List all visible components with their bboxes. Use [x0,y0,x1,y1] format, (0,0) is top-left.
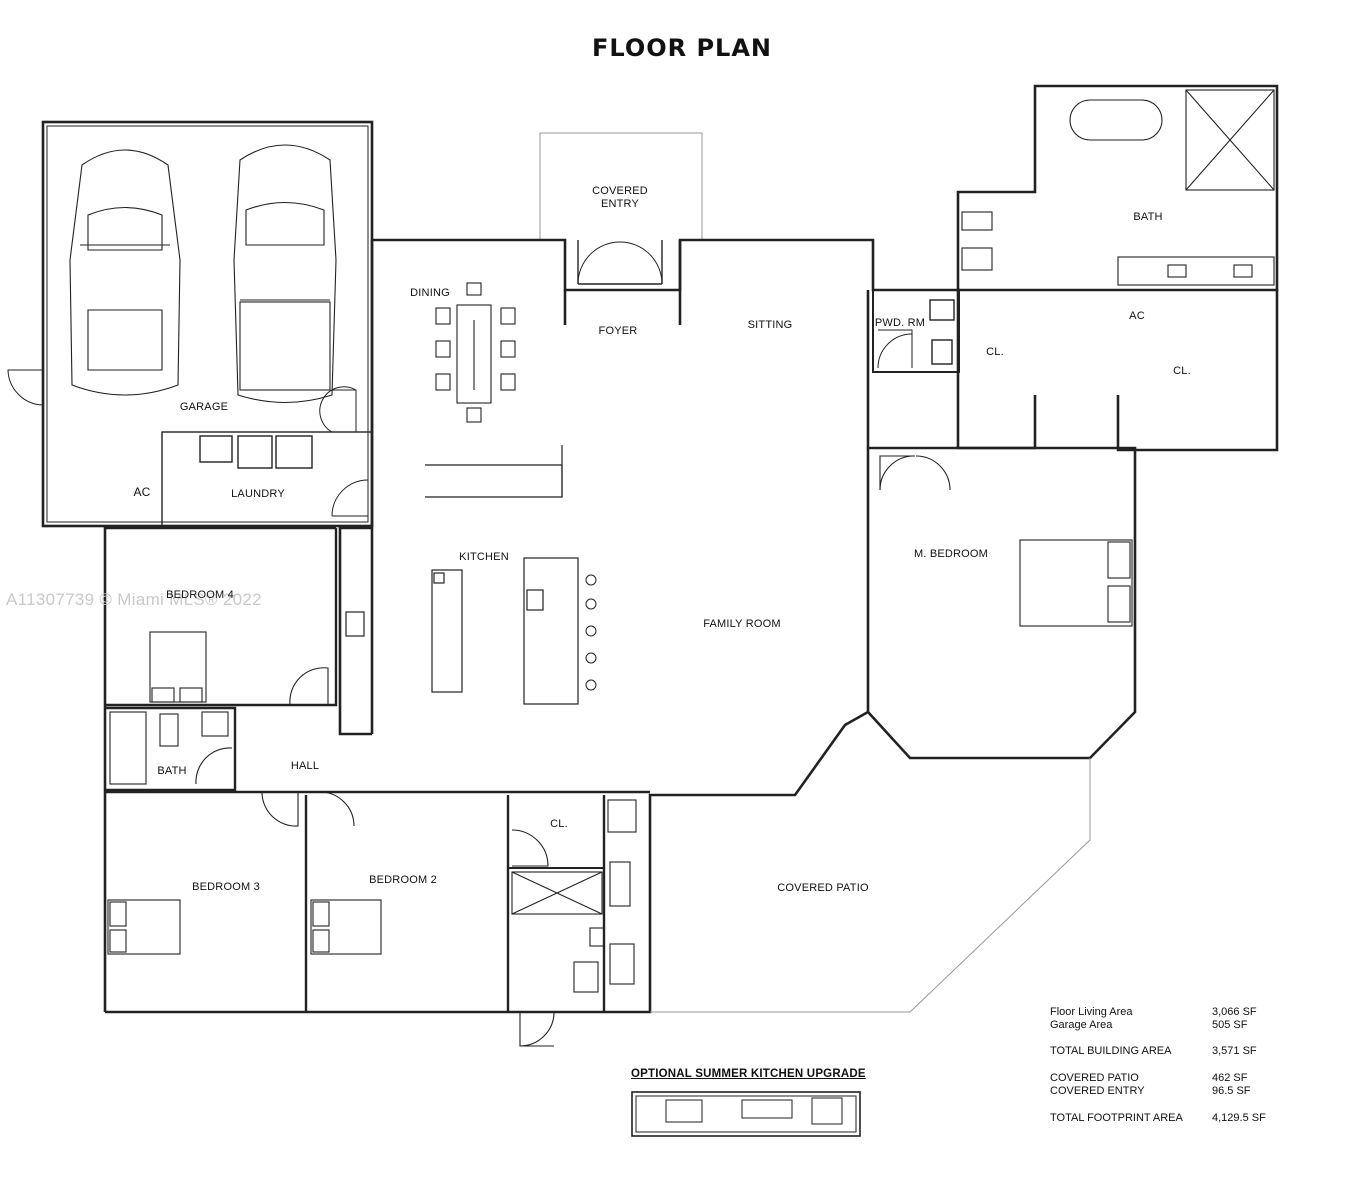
room-label-covered-patio: COVERED PATIO [777,882,869,894]
room-label-hall: HALL [290,760,320,772]
area-label: Garage Area [1050,1019,1113,1031]
room-label-covered-entry: COVERED ENTRY [592,185,648,210]
room-label-bedroom-3: BEDROOM 3 [192,881,260,893]
page-title: FLOOR PLAN [591,34,772,62]
dining-table [435,282,516,423]
car-right-drawing [233,144,337,404]
room-label-master-bath: BATH [1133,211,1163,223]
master-bedroom-walls [867,446,1137,760]
area-label: COVERED PATIO [1050,1072,1139,1084]
room-label-ac-master: AC [1129,310,1145,322]
room-label-laundry: LAUNDRY [231,488,285,500]
watermark: A11307739 © Miami MLS® 2022 [6,590,262,609]
bedroom-wing-walls [105,528,650,1012]
bottom-bath-fixtures [508,799,637,1047]
bar-stools [585,574,597,691]
room-label-closet-left: CL. [986,346,1004,358]
room-label-sitting: SITTING [747,319,793,331]
area-value: 4,129.5 SF [1212,1112,1266,1124]
area-value: 462 SF [1212,1072,1248,1084]
room-label-closet-right: CL. [1173,365,1191,377]
area-value: 3,571 SF [1212,1045,1257,1057]
room-label-foyer: FOYER [598,325,638,337]
bedroom-3-and-2-furniture [107,899,382,955]
area-value: 505 SF [1212,1019,1248,1031]
room-label-closet-bottom: CL. [550,818,568,830]
powder-room-outline [872,289,960,373]
room-label-ac-garage: AC [133,485,151,499]
covered-entry-outline [539,132,703,285]
room-label-garage: GARAGE [179,401,229,413]
bathtub [1069,99,1163,141]
main-house-walls [103,238,960,1014]
covered-patio-outline [650,758,1091,1013]
room-label-master-bedroom: M. BEDROOM [913,548,989,560]
room-label-dining: DINING [410,287,450,299]
area-label: TOTAL FOOTPRINT AREA [1050,1112,1183,1124]
summer-kitchen-drawing [631,1091,861,1137]
area-value: 3,066 SF [1212,1006,1257,1018]
area-label: COVERED ENTRY [1050,1085,1145,1097]
room-label-kitchen: KITCHEN [459,551,509,563]
area-value: 96.5 SF [1212,1085,1251,1097]
optional-upgrade-title: OPTIONAL SUMMER KITCHEN UPGRADE [631,1068,866,1080]
room-label-bedroom-2: BEDROOM 2 [369,874,437,886]
room-label-pwd-rm: PWD. RM [874,317,926,329]
car-left-drawing [69,149,181,396]
room-label-family-room: FAMILY ROOM [703,618,781,630]
kitchen-fixtures [345,445,579,705]
area-label: Floor Living Area [1050,1006,1133,1018]
room-label-bath: BATH [157,765,187,777]
room-label-bedroom-4: BEDROOM 4 [166,589,234,601]
area-label: TOTAL BUILDING AREA [1050,1045,1172,1057]
garage-outline [7,120,374,528]
